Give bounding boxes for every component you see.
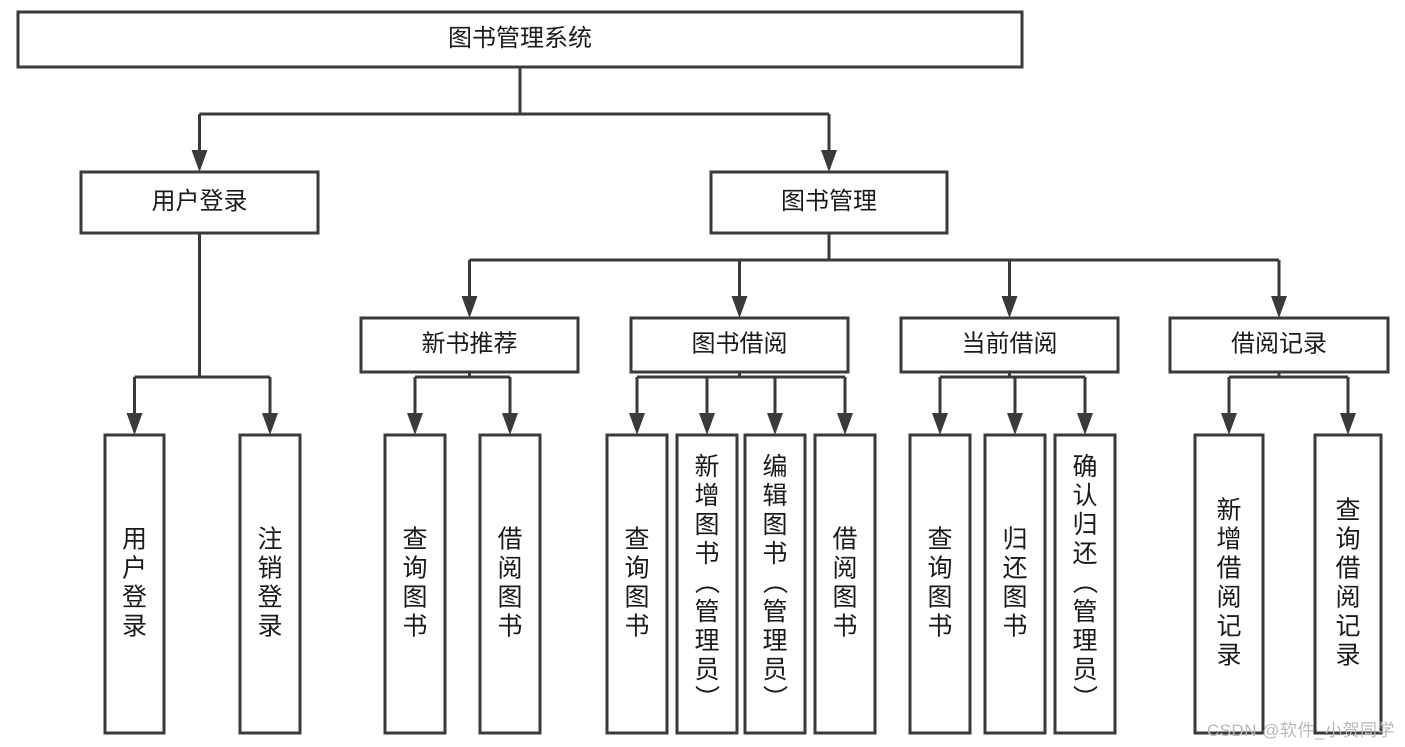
node-label: 归还图书	[1002, 525, 1027, 640]
arrowhead-icon	[1001, 296, 1018, 318]
node-box	[983, 433, 1047, 735]
connector-from-borrow	[629, 372, 853, 435]
node-leaf-user-logout[interactable]: 注销登录	[238, 433, 302, 735]
node-box	[605, 433, 669, 735]
arrowhead-icon	[262, 413, 278, 435]
arrowhead-icon	[1271, 296, 1287, 318]
arrowhead-icon	[126, 413, 143, 435]
node-leaf-re-query[interactable]: 查询借阅记录	[1313, 433, 1383, 735]
node-label: 确认归还︵管理员︶	[1072, 453, 1098, 713]
node-label: 查询图书	[927, 525, 952, 640]
connector-from-bookmgmt	[461, 233, 1287, 318]
node-box	[1313, 433, 1383, 735]
nodes-layer: 图书管理系统用户登录图书管理新书推荐图书借阅当前借阅借阅记录用户登录注销登录查询…	[16, 10, 1390, 735]
node-box	[813, 433, 877, 735]
node-box	[383, 433, 447, 735]
node-label: 新增图书︵管理员︶	[694, 453, 720, 713]
node-box	[359, 316, 580, 374]
node-label: 用户登录	[152, 188, 248, 215]
node-leaf-bo-lend[interactable]: 借阅图书	[813, 433, 877, 735]
node-label: 查询图书	[402, 525, 427, 640]
node-box	[1193, 433, 1265, 735]
arrowhead-icon	[837, 413, 853, 435]
node-label: 查询借阅记录	[1335, 496, 1360, 669]
node-leaf-nb-query[interactable]: 查询图书	[383, 433, 447, 735]
node-leaf-re-add[interactable]: 新增借阅记录	[1193, 433, 1265, 735]
node-newbook[interactable]: 新书推荐	[359, 316, 580, 374]
node-box	[1053, 433, 1117, 735]
arrowhead-icon	[767, 413, 783, 435]
node-label: 图书管理	[781, 188, 877, 215]
arrowhead-icon	[731, 296, 748, 318]
arrowhead-icon	[191, 150, 208, 172]
node-box	[79, 170, 320, 235]
node-label: 查询图书	[624, 525, 649, 640]
node-box	[675, 433, 739, 735]
node-leaf-bo-query[interactable]: 查询图书	[605, 433, 669, 735]
node-box	[629, 316, 850, 374]
arrowhead-icon	[699, 413, 715, 435]
node-box	[743, 433, 807, 735]
arrowhead-icon	[461, 296, 478, 318]
node-label: 当前借阅	[962, 330, 1058, 357]
node-leaf-user-login[interactable]: 用户登录	[103, 433, 166, 735]
connectors-layer	[126, 67, 1356, 435]
connector-from-login	[126, 233, 278, 435]
node-box	[709, 170, 949, 235]
node-label: 新增借阅记录	[1216, 496, 1241, 669]
node-label: 图书借阅	[692, 330, 788, 357]
node-box	[478, 433, 542, 735]
node-leaf-cu-return[interactable]: 归还图书	[983, 433, 1047, 735]
node-label: 借阅图书	[832, 525, 857, 640]
connector-from-records	[1221, 372, 1356, 435]
node-box	[908, 433, 972, 735]
node-leaf-bo-edit[interactable]: 编辑图书︵管理员︶	[743, 433, 807, 735]
arrowhead-icon	[821, 150, 837, 172]
node-current[interactable]: 当前借阅	[899, 316, 1120, 374]
node-label: 编辑图书︵管理员︶	[762, 453, 788, 713]
node-box	[899, 316, 1120, 374]
node-records[interactable]: 借阅记录	[1168, 316, 1390, 374]
node-leaf-cu-confirm[interactable]: 确认归还︵管理员︶	[1053, 433, 1117, 735]
node-box	[16, 10, 1024, 69]
node-borrow[interactable]: 图书借阅	[629, 316, 850, 374]
node-label: 借阅记录	[1231, 330, 1327, 357]
node-leaf-nb-borrow[interactable]: 借阅图书	[478, 433, 542, 735]
connector-from-root	[191, 67, 837, 172]
node-leaf-cu-query[interactable]: 查询图书	[908, 433, 972, 735]
node-label: 新书推荐	[422, 330, 518, 357]
node-root[interactable]: 图书管理系统	[16, 10, 1024, 69]
node-label: 借阅图书	[497, 525, 522, 640]
arrowhead-icon	[629, 413, 645, 435]
node-box	[103, 433, 166, 735]
connector-from-newbook	[407, 372, 518, 435]
arrowhead-icon	[1007, 413, 1023, 435]
arrowhead-icon	[407, 413, 423, 435]
arrowhead-icon	[1221, 413, 1237, 435]
node-login[interactable]: 用户登录	[79, 170, 320, 235]
node-label: 用户登录	[122, 525, 147, 640]
node-bookmgmt[interactable]: 图书管理	[709, 170, 949, 235]
node-box	[1168, 316, 1390, 374]
arrowhead-icon	[502, 413, 518, 435]
arrowhead-icon	[1340, 413, 1356, 435]
node-label: 注销登录	[257, 525, 282, 640]
connector-from-current	[932, 372, 1093, 435]
node-box	[238, 433, 302, 735]
node-leaf-bo-add[interactable]: 新增图书︵管理员︶	[675, 433, 739, 735]
arrowhead-icon	[932, 413, 948, 435]
arrowhead-icon	[1077, 413, 1093, 435]
node-label: 图书管理系统	[448, 25, 592, 52]
